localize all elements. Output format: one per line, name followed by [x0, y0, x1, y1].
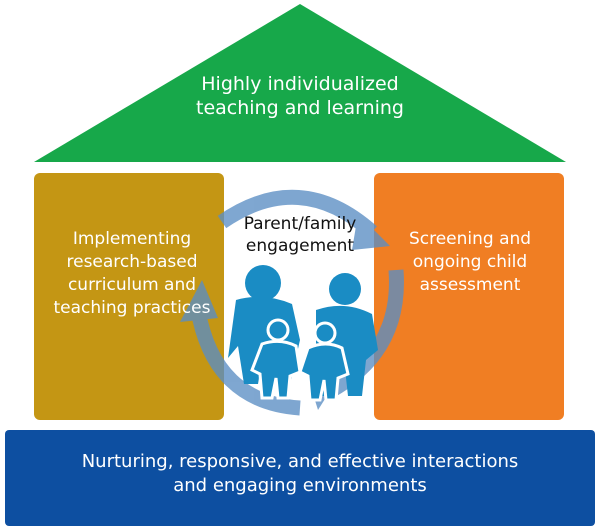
center-label-line-1: Parent/family	[243, 214, 357, 234]
right-pillar-line-3: assessment	[419, 275, 521, 295]
foundation-label-line-1: Nurturing, responsive, and effective int…	[81, 451, 519, 472]
right-pillar-line-1: Screening and	[408, 229, 532, 249]
roof-label-line-2: teaching and learning	[196, 97, 404, 119]
foundation-base	[5, 430, 595, 526]
family-icon	[228, 265, 378, 402]
foundation-label: Nurturing, responsive, and effective int…	[5, 450, 595, 498]
right-pillar-line-2: ongoing child	[412, 252, 528, 272]
left-pillar-line-4: teaching practices	[53, 298, 211, 318]
center-label: Parent/family engagement	[228, 213, 372, 257]
right-pillar-label: Screening and ongoing child assessment	[378, 228, 562, 297]
foundation-label-line-2: and engaging environments	[173, 475, 427, 496]
left-pillar	[34, 173, 224, 420]
center-label-line-2: engagement	[245, 236, 355, 256]
left-pillar-line-1: Implementing	[72, 229, 192, 249]
roof-label: Highly individualized teaching and learn…	[120, 72, 480, 120]
roof-label-line-1: Highly individualized	[201, 73, 399, 95]
left-pillar-label: Implementing research-based curriculum a…	[40, 228, 224, 320]
right-pillar	[374, 173, 564, 420]
left-pillar-line-2: research-based	[66, 252, 198, 272]
left-pillar-line-3: curriculum and	[67, 275, 197, 295]
